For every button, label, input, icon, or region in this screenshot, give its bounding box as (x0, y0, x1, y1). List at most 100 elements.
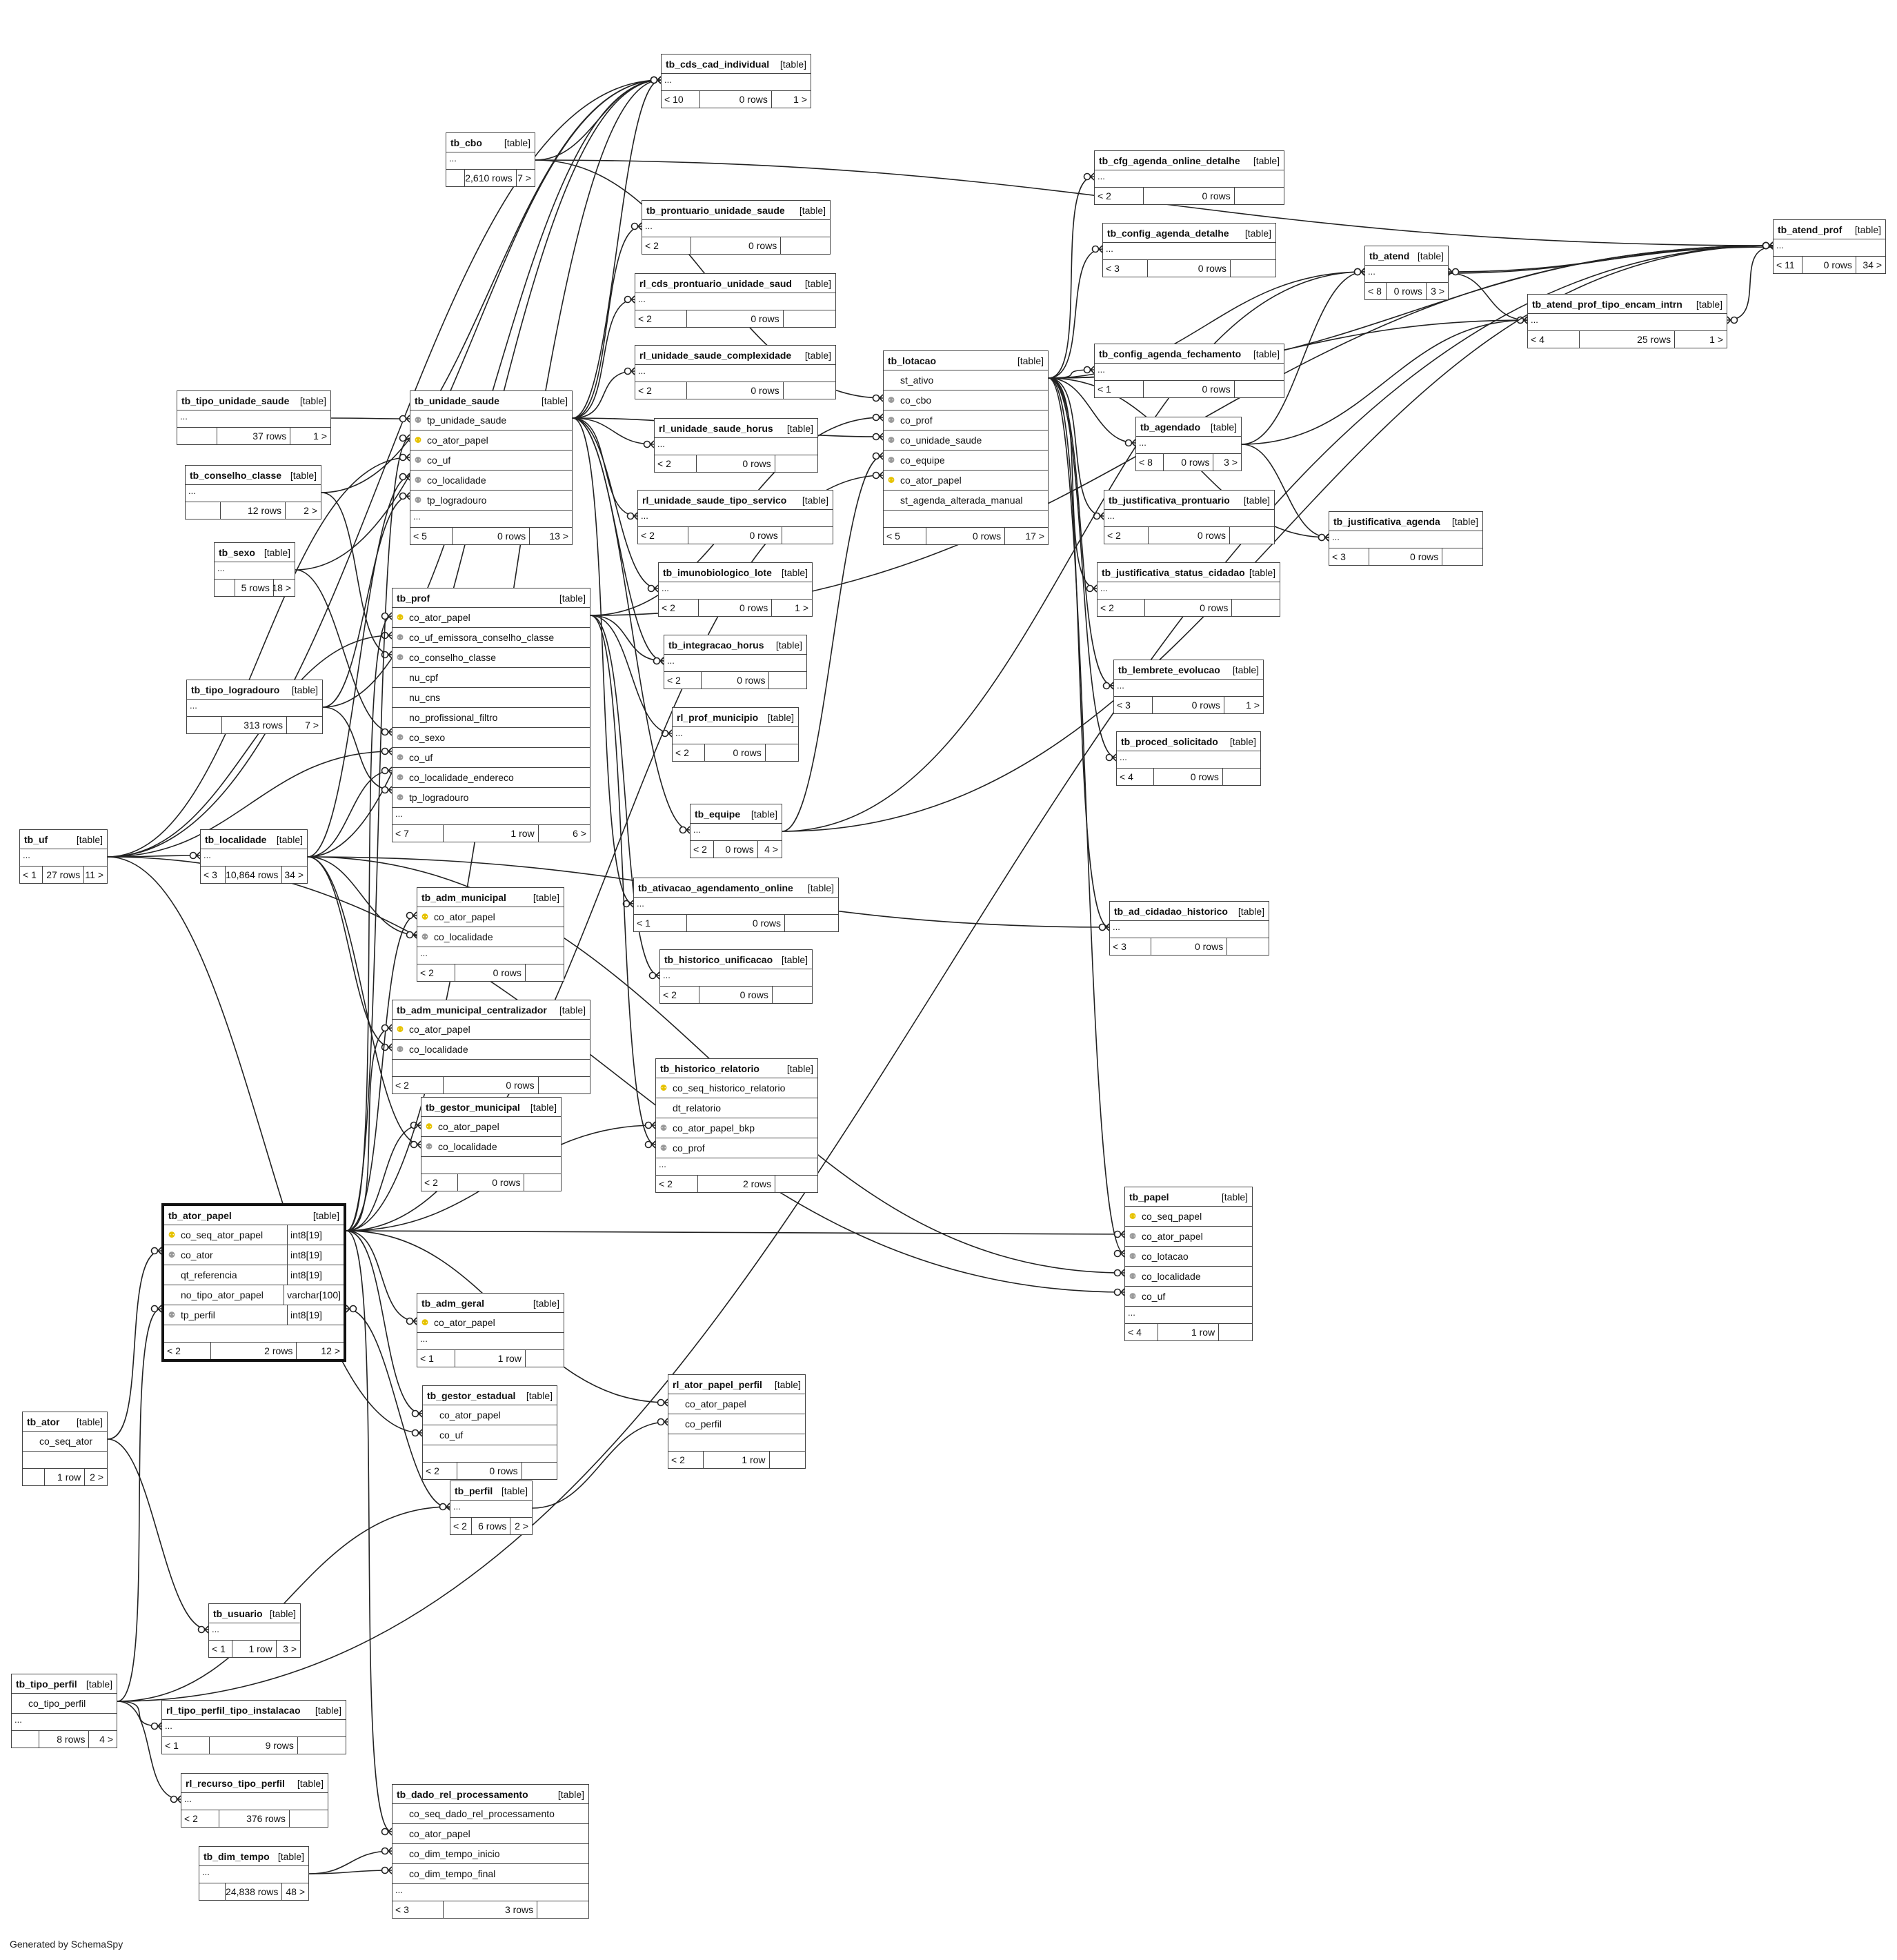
table-name[interactable]: tb_ad_cidadao_historico (1114, 905, 1228, 917)
table-header[interactable]: tb_dado_rel_processamento[table] (393, 1785, 588, 1804)
parents-count[interactable]: < 10 (662, 91, 701, 108)
parents-count[interactable]: < 1 (162, 1737, 210, 1754)
column-row[interactable]: co_perfil (668, 1414, 805, 1434)
table-tb_dado_rel_processamento[interactable]: tb_dado_rel_processamento[table]co_seq_d… (392, 1784, 589, 1919)
children-count[interactable] (1230, 527, 1274, 544)
parents-count[interactable]: < 2 (656, 1176, 698, 1192)
column-row[interactable]: ⚉co_localidade (1125, 1267, 1252, 1287)
table-tb_lotacao[interactable]: tb_lotacao[table]st_ativo⚉co_cbo⚉co_prof… (883, 350, 1049, 545)
children-count[interactable] (773, 987, 812, 1003)
table-tb_cfg_agenda_online_detalhe[interactable]: tb_cfg_agenda_online_detalhe[table]...< … (1094, 150, 1284, 205)
table-header[interactable]: rl_unidade_saude_horus[table] (655, 419, 817, 438)
column-row[interactable]: ⚉co_uf (1125, 1287, 1252, 1307)
children-count[interactable]: 4 > (764, 844, 778, 855)
children-count[interactable]: 7 > (517, 172, 531, 184)
table-rl_unidade_saude_complexidade[interactable]: rl_unidade_saude_complexidade[table]...<… (635, 345, 836, 399)
parents-count[interactable]: < 2 (635, 310, 688, 327)
table-tb_gestor_municipal[interactable]: tb_gestor_municipal[table]⚉co_ator_papel… (421, 1097, 562, 1191)
table-tb_prof[interactable]: tb_prof[table]⚉co_ator_papel⚉co_uf_emiss… (392, 588, 590, 842)
table-name[interactable]: tb_integracao_horus (668, 639, 764, 651)
table-header[interactable]: tb_ator[table] (23, 1412, 107, 1432)
table-tb_ativacao_agendamento_online[interactable]: tb_ativacao_agendamento_online[table]...… (633, 878, 839, 932)
parents-count[interactable]: < 2 (659, 600, 699, 616)
parents-count[interactable]: < 3 (1329, 548, 1369, 565)
parents-count[interactable]: < 1 (1095, 381, 1144, 397)
column-row[interactable]: ⚉co_uf (410, 451, 572, 471)
parents-count[interactable] (12, 1731, 39, 1748)
column-row[interactable]: ⚉tp_logradouro (410, 491, 572, 511)
children-count[interactable] (298, 1737, 346, 1754)
parents-count[interactable]: < 2 (450, 1518, 472, 1534)
table-name[interactable]: rl_unidade_saude_horus (659, 422, 773, 434)
table-name[interactable]: tb_ator (27, 1416, 60, 1427)
table-name[interactable]: tb_config_agenda_detalhe (1107, 227, 1229, 239)
table-header[interactable]: tb_config_agenda_detalhe[table] (1103, 224, 1275, 243)
children-count[interactable] (1442, 548, 1482, 565)
column-row[interactable]: ⚉co_uf (393, 748, 590, 768)
column-row[interactable]: ⚉co_ator_papel (393, 608, 590, 628)
table-name[interactable]: tb_atend_prof (1778, 224, 1843, 235)
column-row[interactable]: ⚉co_localidade (421, 1137, 561, 1157)
column-row[interactable]: ⚉tp_logradouro (393, 788, 590, 808)
table-name[interactable]: rl_recurso_tipo_perfil (186, 1777, 285, 1789)
column-row[interactable]: co_uf (423, 1425, 557, 1445)
table-name[interactable]: tb_adm_municipal (421, 891, 506, 903)
table-name[interactable]: tb_justificativa_status_cidadao (1102, 566, 1245, 578)
children-count[interactable]: 1 > (795, 602, 808, 613)
parents-count[interactable]: < 2 (423, 1463, 458, 1479)
table-header[interactable]: tb_agendado[table] (1136, 417, 1241, 437)
parents-count[interactable] (199, 1883, 226, 1900)
table-name[interactable]: tb_perfil (455, 1485, 493, 1496)
parents-count[interactable] (23, 1469, 45, 1485)
children-count[interactable] (770, 1452, 805, 1468)
children-count[interactable]: 1 > (1246, 700, 1260, 711)
table-name[interactable]: tb_atend (1369, 250, 1410, 261)
children-count[interactable]: 34 > (1863, 259, 1882, 270)
table-name[interactable]: tb_ativacao_agendamento_online (638, 882, 793, 893)
column-row[interactable]: ⚉co_lotacao (1125, 1247, 1252, 1267)
table-header[interactable]: tb_cds_cad_individual[table] (662, 55, 811, 74)
parents-count[interactable]: < 2 (421, 1174, 458, 1191)
table-header[interactable]: tb_adm_geral[table] (417, 1294, 564, 1313)
parents-count[interactable]: < 8 (1365, 283, 1387, 299)
parents-count[interactable]: < 2 (668, 1452, 704, 1468)
parents-count[interactable]: < 2 (660, 987, 700, 1003)
children-count[interactable] (784, 310, 835, 327)
column-row[interactable]: co_ator_papel (393, 1824, 588, 1844)
table-header[interactable]: tb_adm_municipal[table] (417, 888, 564, 907)
parents-count[interactable]: < 2 (181, 1810, 220, 1827)
table-header[interactable]: rl_tipo_perfil_tipo_instalacao[table] (162, 1701, 346, 1720)
table-header[interactable]: rl_unidade_saude_tipo_servico[table] (638, 491, 833, 510)
column-row[interactable]: nu_cns (393, 688, 590, 708)
children-count[interactable]: 13 > (549, 531, 568, 542)
column-row[interactable]: ⚉co_prof (884, 410, 1048, 430)
parents-count[interactable]: < 1 (20, 867, 43, 883)
table-name[interactable]: tb_proced_solicitado (1121, 735, 1218, 747)
table-name[interactable]: tb_dim_tempo (203, 1850, 270, 1862)
table-name[interactable]: rl_cds_prontuario_unidade_saud (639, 277, 792, 289)
table-name[interactable]: tb_adm_geral (421, 1297, 485, 1309)
table-header[interactable]: tb_prontuario_unidade_saude[table] (642, 201, 830, 220)
children-count[interactable]: 11 > (85, 869, 103, 880)
children-count[interactable]: 3 > (1224, 457, 1238, 468)
children-count[interactable]: 12 > (321, 1345, 340, 1356)
table-header[interactable]: tb_localidade[table] (201, 830, 307, 849)
children-count[interactable] (784, 382, 835, 399)
table-name[interactable]: tb_config_agenda_fechamento (1099, 348, 1242, 359)
parents-count[interactable]: < 2 (691, 841, 715, 858)
column-row[interactable]: ⚉co_ator_papel_bkp (656, 1118, 817, 1138)
column-row[interactable]: ⚉co_ator_papel (410, 430, 572, 451)
children-count[interactable] (1231, 260, 1275, 277)
column-row[interactable]: ⚉co_localidade_endereco (393, 768, 590, 788)
column-row[interactable]: co_seq_ator (23, 1432, 107, 1452)
children-count[interactable] (1227, 938, 1269, 955)
table-tb_tipo_perfil[interactable]: tb_tipo_perfil[table]co_tipo_perfil...8 … (11, 1674, 117, 1748)
